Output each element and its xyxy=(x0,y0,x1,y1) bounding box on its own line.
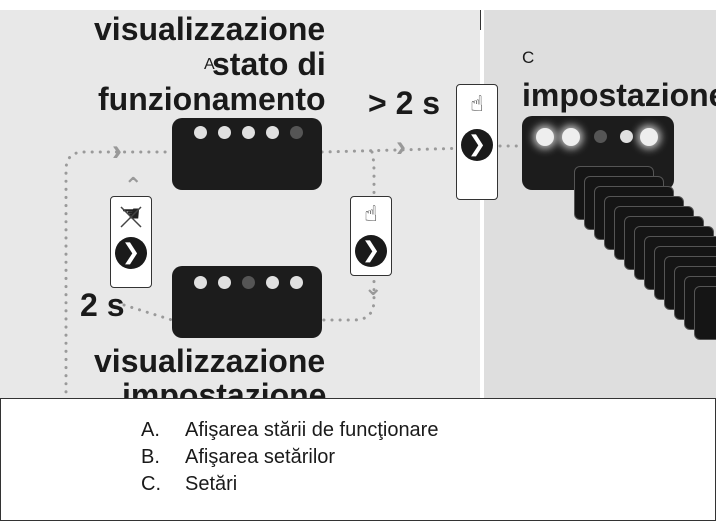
chevron-right-icon[interactable]: ❯ xyxy=(115,237,147,269)
led-glow-2 xyxy=(562,128,580,146)
down-arrow: ⌄ xyxy=(364,276,383,301)
legend-letter: A. xyxy=(141,419,160,441)
diagram-figure: › › ⌃ ⌄ visualizzazione A stato di funzi… xyxy=(0,10,716,398)
led-2 xyxy=(218,126,231,139)
right-arrow-2: › xyxy=(396,130,406,163)
led-4 xyxy=(266,126,279,139)
bottom-title-line1: visualizzazione xyxy=(94,343,326,379)
time-long-label: > 2 s xyxy=(368,85,441,121)
top-title-line2: stato di xyxy=(212,46,326,82)
led-1 xyxy=(194,276,207,289)
legend-letter: B. xyxy=(141,446,160,468)
legend-box: A. Afişarea stării de funcţionare B. Afişa… xyxy=(0,398,716,521)
led-3 xyxy=(242,276,255,289)
led-3 xyxy=(242,126,255,139)
legend-text: Afişarea setărilor xyxy=(185,446,336,468)
pointing-hand-icon: ☝ xyxy=(364,202,378,227)
led-3 xyxy=(594,130,607,143)
led-5 xyxy=(290,126,303,139)
time-short-label: 2 s xyxy=(80,287,125,323)
top-title-line1: visualizzazione xyxy=(94,11,326,47)
cross-mark-icon xyxy=(120,206,142,228)
stack-card xyxy=(694,286,716,340)
divider-tick xyxy=(480,10,481,30)
legend-item-a: A. Afişarea stării de funcţionare xyxy=(141,419,438,442)
top-title-line3: funzionamento xyxy=(98,81,326,117)
led-2 xyxy=(218,276,231,289)
pointing-hand-icon: ☝ xyxy=(470,92,484,117)
status-display xyxy=(172,118,322,190)
button-card-left: ☚ ❯ xyxy=(110,196,152,288)
right-arrow-1: › xyxy=(112,134,122,167)
led-1 xyxy=(194,126,207,139)
legend-item-b: B. Afişarea setărilor xyxy=(141,446,335,469)
legend-letter: C. xyxy=(141,473,161,495)
panel-divider xyxy=(480,10,484,398)
flow-paths xyxy=(64,144,522,398)
hand-crossed-icon: ☚ xyxy=(121,202,141,227)
led-glow-1 xyxy=(536,128,554,146)
led-glow-5 xyxy=(640,128,658,146)
label-a: A xyxy=(204,56,215,73)
right-title: impostazione xyxy=(522,77,716,113)
led-5 xyxy=(290,276,303,289)
bottom-title-line2: impostazione xyxy=(122,377,327,398)
chevron-right-icon[interactable]: ❯ xyxy=(355,235,387,267)
up-arrow: ⌃ xyxy=(124,174,143,199)
settings-display xyxy=(172,266,322,338)
led-4 xyxy=(620,130,633,143)
legend-item-c: C. Setări xyxy=(141,473,237,496)
legend-text: Afişarea stării de funcţionare xyxy=(185,419,439,441)
button-card-middle: ☝ ❯ xyxy=(350,196,392,276)
label-c: C xyxy=(522,48,535,67)
led-4 xyxy=(266,276,279,289)
legend-text: Setări xyxy=(185,473,238,495)
button-card-right: ☝ ❯ xyxy=(456,84,498,200)
chevron-right-icon[interactable]: ❯ xyxy=(461,129,493,161)
